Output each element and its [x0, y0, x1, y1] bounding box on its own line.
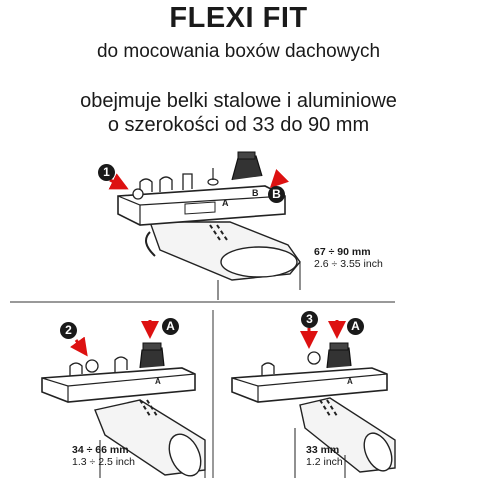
bottom-right-rail: [299, 397, 396, 473]
top-clamp-body: A B: [117, 151, 286, 241]
page-title: FLEXI FIT: [169, 2, 308, 34]
page-subtitle: do mocowania boxów dachowych: [96, 41, 381, 62]
top-figure: A B: [108, 151, 301, 300]
bottom-right-dimension-inch: 1.2 inch: [306, 456, 343, 468]
bottom-right-dimension-mm: 33 mm: [306, 444, 340, 456]
top-dimension-inch: 2.6 ÷ 3.55 inch: [314, 258, 383, 270]
svg-text:A: A: [222, 198, 229, 208]
step-a-badge-right: A: [347, 318, 364, 335]
description-line-1: obejmuje belki stalowe i aluminiowe: [80, 90, 397, 112]
step-b-badge: B: [268, 186, 285, 203]
bottom-left-clamp-body: A: [41, 342, 196, 417]
step-1-arrow: [108, 173, 129, 190]
top-rail: [145, 221, 301, 281]
svg-text:A: A: [347, 377, 353, 386]
step-a-badge-left: A: [162, 318, 179, 335]
bottom-left-dimension: 34 ÷ 66 mm 1.3 ÷ 2.5 inch: [72, 444, 135, 468]
top-dimension: 67 ÷ 90 mm 2.6 ÷ 3.55 inch: [314, 246, 383, 270]
svg-text:B: B: [252, 188, 259, 198]
top-dimension-mm: 67 ÷ 90 mm: [314, 246, 371, 258]
bottom-left-dimension-inch: 1.3 ÷ 2.5 inch: [72, 456, 135, 468]
step-b-arrow: [269, 169, 289, 189]
step-3-badge: 3: [301, 311, 318, 328]
step-1-badge: 1: [98, 164, 115, 181]
svg-text:A: A: [155, 377, 161, 386]
bottom-left-rail: [94, 399, 206, 477]
step-2-badge: 2: [60, 322, 77, 339]
bottom-right-figure: A: [231, 320, 396, 478]
bottom-left-figure: A: [41, 320, 206, 478]
step-2-arrow: [69, 336, 88, 357]
bottom-right-dimension: 33 mm 1.2 inch: [306, 444, 343, 468]
description-line-2: o szerokości od 33 do 90 mm: [107, 114, 370, 136]
bottom-left-dimension-mm: 34 ÷ 66 mm: [72, 444, 129, 456]
bottom-right-clamp-body: A: [231, 342, 388, 417]
